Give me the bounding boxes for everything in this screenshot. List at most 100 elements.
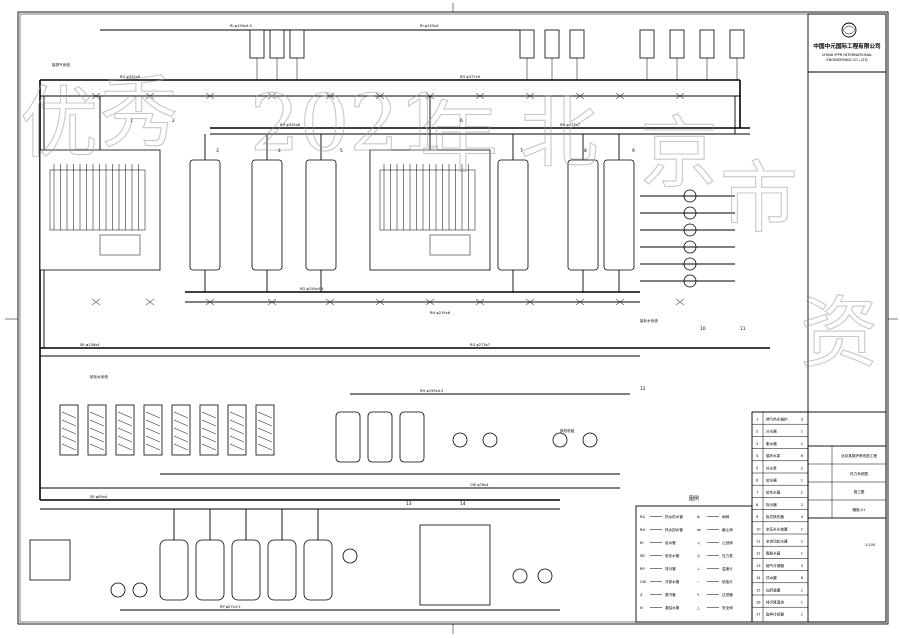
gate-valve-icon <box>425 92 435 100</box>
equipment-name: 加药装置 <box>766 587 781 592</box>
gate-valve-icon <box>525 92 535 100</box>
note-makeup: 接补水系统 <box>640 318 658 323</box>
legend-name: 排污管 <box>665 566 676 571</box>
equipment-no: 16 <box>756 601 761 605</box>
legend-symbol: △ <box>697 606 700 610</box>
gate-valve-icon <box>205 298 215 306</box>
plate-hatch <box>173 443 189 451</box>
legend-symbol: ◁ <box>697 541 700 545</box>
plate-hatch <box>61 443 77 451</box>
pipe-label-return-1: RH φ325x8 <box>280 123 301 127</box>
plate-hatch <box>145 443 161 451</box>
equipment-callout: 4 <box>278 148 281 154</box>
legend-name: 热水回水管 <box>665 527 683 532</box>
dosing-unit <box>29 539 71 581</box>
watermark-glyph: 优 <box>20 79 98 169</box>
pipe-label-lower-1: SR φ108x4 <box>80 343 100 347</box>
burner-box <box>99 234 141 256</box>
plate-hatch <box>61 419 77 427</box>
flue-condenser <box>569 29 585 59</box>
flue-condenser <box>669 29 685 59</box>
equipment-no: 8 <box>756 503 759 507</box>
equipment-callout: 13 <box>406 501 412 507</box>
legend-symbol: Y <box>697 593 700 597</box>
plate-heat-exchanger <box>143 404 163 456</box>
legend-name: 给水管 <box>665 540 676 545</box>
boiler-unit <box>369 96 491 271</box>
storage-vessel <box>159 539 189 601</box>
softened-water-tank <box>419 524 491 606</box>
equipment-no: 17 <box>756 613 761 617</box>
legend-name: 安全阀 <box>722 605 733 610</box>
equipment-callout: 1 <box>130 118 133 124</box>
gate-valve-icon <box>475 298 485 306</box>
equipment-callout: 9 <box>632 148 635 154</box>
legend-symbol: RG <box>640 515 645 519</box>
plate-heat-exchanger <box>87 404 107 456</box>
water-softener <box>399 411 425 463</box>
equipment-qty: 1 <box>801 479 803 483</box>
equipment-qty: 1 <box>801 601 803 605</box>
equipment-name: 烟气冷凝器 <box>766 563 784 568</box>
equipment-qty: 1 <box>801 540 803 544</box>
pipe-label-drain: RP φ57x3.5 <box>220 605 241 609</box>
equipment-no: 12 <box>756 552 761 556</box>
equipment-callout: 6 <box>460 118 463 124</box>
plate-hatch <box>61 435 77 443</box>
plate-hatch <box>173 411 189 419</box>
plate-hatch <box>229 419 245 427</box>
gate-valve-icon <box>525 298 535 306</box>
legend-symbol: CW <box>640 580 647 584</box>
legend-symbol: SR <box>640 554 645 558</box>
company-name-en-2: ENGINEERING CO., LTD <box>826 58 868 62</box>
equipment-qty: 3 <box>801 418 803 422</box>
gate-valve-icon <box>375 298 385 306</box>
legend-symbol: ⋈ <box>697 528 701 532</box>
equipment-qty: 6 <box>801 454 804 458</box>
flue-condenser <box>699 29 715 59</box>
equipment-callout: 7 <box>520 148 523 154</box>
plate-hatch <box>117 443 133 451</box>
plate-hatch <box>229 411 245 419</box>
plate-hatch <box>117 419 133 427</box>
pipe-label-return-2: RH φ273x7 <box>560 123 580 127</box>
equipment-name: 软化水箱 <box>766 490 781 495</box>
equipment-callout: 11 <box>740 326 746 332</box>
plate-hatch <box>173 435 189 443</box>
plate-hatch <box>61 411 77 419</box>
equipment-no: 4 <box>756 454 759 458</box>
equipment-name: 取样冷却器 <box>766 612 784 617</box>
equipment-name: 燃气热水锅炉 <box>766 417 788 422</box>
equipment-qty: 1 <box>801 552 803 556</box>
equipment-qty: 3 <box>801 564 803 568</box>
pipe-label-bottom-2: RH φ159x4.5 <box>420 389 443 393</box>
equipment-name: 除污器 <box>766 502 777 507</box>
plate-hatch <box>173 419 189 427</box>
plate-heat-exchanger <box>199 404 219 456</box>
gate-valve-icon <box>205 92 215 100</box>
pump-icon <box>512 568 528 584</box>
equipment-qty: 6 <box>801 576 804 580</box>
legend-symbol: RP <box>640 567 645 571</box>
flue-condenser <box>289 29 305 59</box>
equipment-name: 分水器 <box>766 429 777 434</box>
legend-name: 压力表 <box>722 553 733 558</box>
flue-condenser <box>639 29 655 59</box>
pipe-label-top-2: RI φ133x4 <box>420 24 439 28</box>
plate-hatch <box>145 411 161 419</box>
scale-value: 1:100 <box>865 543 876 547</box>
boiler-core <box>379 169 476 231</box>
watermark-glyph: 资 <box>800 289 878 379</box>
plate-heat-exchanger <box>59 404 79 456</box>
equipment-no: 11 <box>756 540 761 544</box>
hot-water-tank <box>189 159 221 271</box>
equipment-no: 1 <box>756 418 758 422</box>
plate-hatch <box>229 443 245 451</box>
pipe-label-main-supply-2: RG φ377x9 <box>460 75 481 79</box>
equipment-no: 3 <box>756 442 758 446</box>
legend-symbol: ◎ <box>697 554 700 558</box>
gate-valve-icon <box>145 92 155 100</box>
storage-vessel <box>303 539 333 601</box>
hot-water-tank <box>305 159 337 271</box>
